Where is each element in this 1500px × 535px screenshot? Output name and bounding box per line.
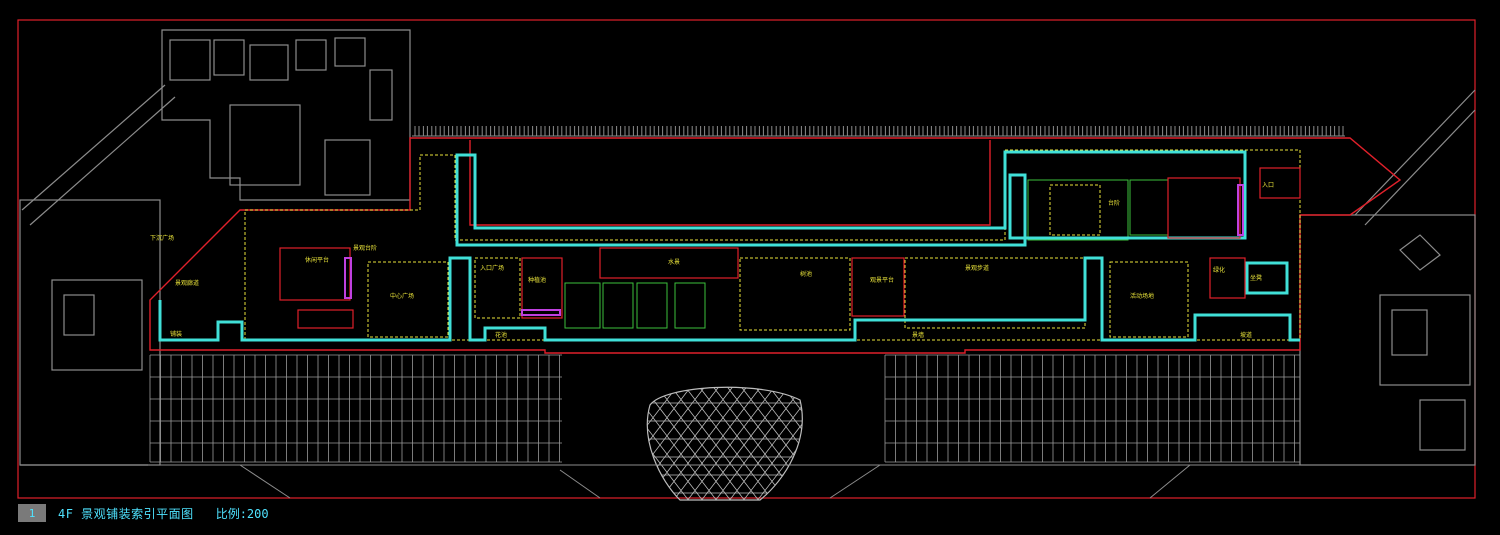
sheet-number: 1 [18, 504, 46, 522]
label: 种植池 [528, 276, 546, 284]
annotation-labels: 下沉广场 景观廊道 中心广场 景观台阶 休闲平台 入口广场 种植池 水景 树池 … [150, 182, 1274, 339]
label: 景墙 [912, 331, 924, 339]
bottom-lines [150, 464, 1300, 499]
label: 水景 [668, 258, 680, 266]
green-panels [564, 179, 1169, 329]
label: 景观廊道 [175, 279, 199, 287]
label: 观景平台 [870, 276, 894, 284]
lower-deck-right [884, 354, 1300, 463]
label: 景观台阶 [353, 244, 377, 252]
label: 台阶 [1108, 199, 1120, 207]
label: 活动场地 [1130, 292, 1154, 300]
label: 坐凳 [1250, 274, 1262, 282]
right-building [1299, 89, 1476, 466]
label: 树池 [800, 270, 812, 278]
building-outline [149, 137, 1402, 354]
drawing-title-block: 1 4F 景观铺装索引平面图 比例:200 [18, 503, 269, 523]
left-building [19, 29, 411, 466]
yellow-outlines [244, 149, 1301, 341]
cyan-outline [158, 150, 1300, 342]
drawing-scale: 比例:200 [215, 506, 269, 521]
label: 休闲平台 [305, 256, 329, 264]
label: 中心广场 [390, 292, 414, 300]
label: 铺装 [170, 330, 182, 338]
top-comb [412, 126, 1345, 137]
red-rooms [279, 167, 1301, 329]
label: 坡道 [1240, 331, 1252, 339]
label: 入口 [1262, 182, 1274, 189]
label: 下沉广场 [150, 234, 174, 242]
lower-deck-left [149, 354, 562, 463]
sheet-frame [17, 19, 1476, 499]
label: 景观步道 [965, 264, 989, 272]
label: 花池 [495, 331, 507, 339]
oval-lattice [646, 386, 803, 501]
label: 绿化 [1213, 266, 1225, 274]
magenta-accents [344, 184, 1244, 316]
label: 入口广场 [480, 264, 504, 272]
drawing-title: 4F 景观铺装索引平面图 [58, 506, 194, 521]
